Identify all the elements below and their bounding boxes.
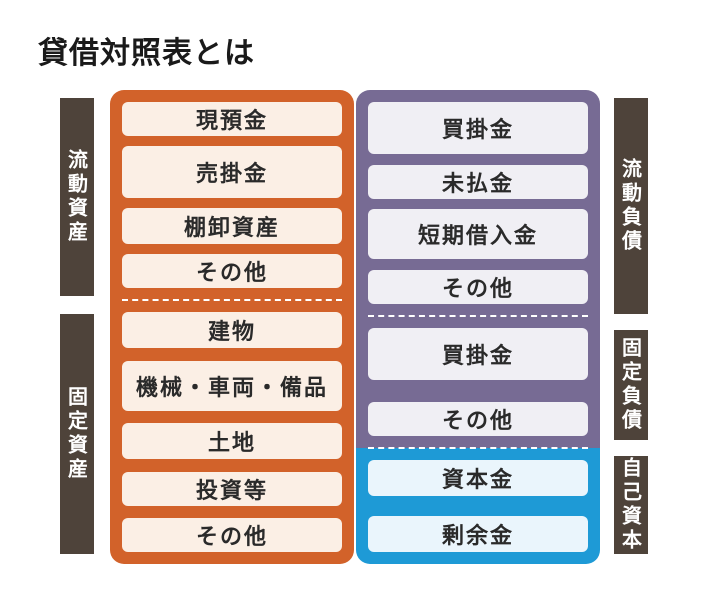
asset-item: 棚卸資産 [122, 208, 342, 244]
asset-item: 現預金 [122, 102, 342, 136]
current-liabilities-label: 流動負債 [614, 98, 648, 314]
current-assets-block: 現預金 売掛金 棚卸資産 その他 [110, 90, 354, 300]
equity-divider [368, 447, 588, 449]
current-liabilities-block: 買掛金 未払金 短期借入金 その他 [356, 90, 600, 316]
asset-item: 建物 [122, 312, 342, 348]
fixed-assets-label: 固定資産 [60, 314, 94, 554]
liability-item: 短期借入金 [368, 209, 588, 260]
equity-block: 資本金 剰余金 [356, 448, 600, 564]
liability-item: 買掛金 [368, 102, 588, 154]
fixed-liabilities-label: 固定負債 [614, 330, 648, 440]
fixed-assets-block: 建物 機械・車両・備品 土地 投資等 その他 [110, 300, 354, 564]
equity-label: 自己資本 [614, 456, 648, 554]
liability-item: その他 [368, 402, 588, 436]
current-assets-label: 流動資産 [60, 98, 94, 296]
asset-item: 土地 [122, 423, 342, 459]
equity-item: 資本金 [368, 460, 588, 496]
equity-item: 剰余金 [368, 516, 588, 552]
liability-item: 未払金 [368, 164, 588, 199]
asset-item: 機械・車両・備品 [122, 360, 342, 411]
page-title: 貸借対照表とは [38, 36, 255, 71]
asset-item: その他 [122, 518, 342, 552]
asset-item: 売掛金 [122, 146, 342, 198]
asset-item: その他 [122, 254, 342, 288]
fixed-liabilities-block: 買掛金 その他 [356, 316, 600, 448]
asset-item: 投資等 [122, 471, 342, 506]
liability-item: その他 [368, 269, 588, 304]
liability-item: 買掛金 [368, 328, 588, 380]
assets-divider [122, 299, 342, 301]
liabilities-divider [368, 315, 588, 317]
